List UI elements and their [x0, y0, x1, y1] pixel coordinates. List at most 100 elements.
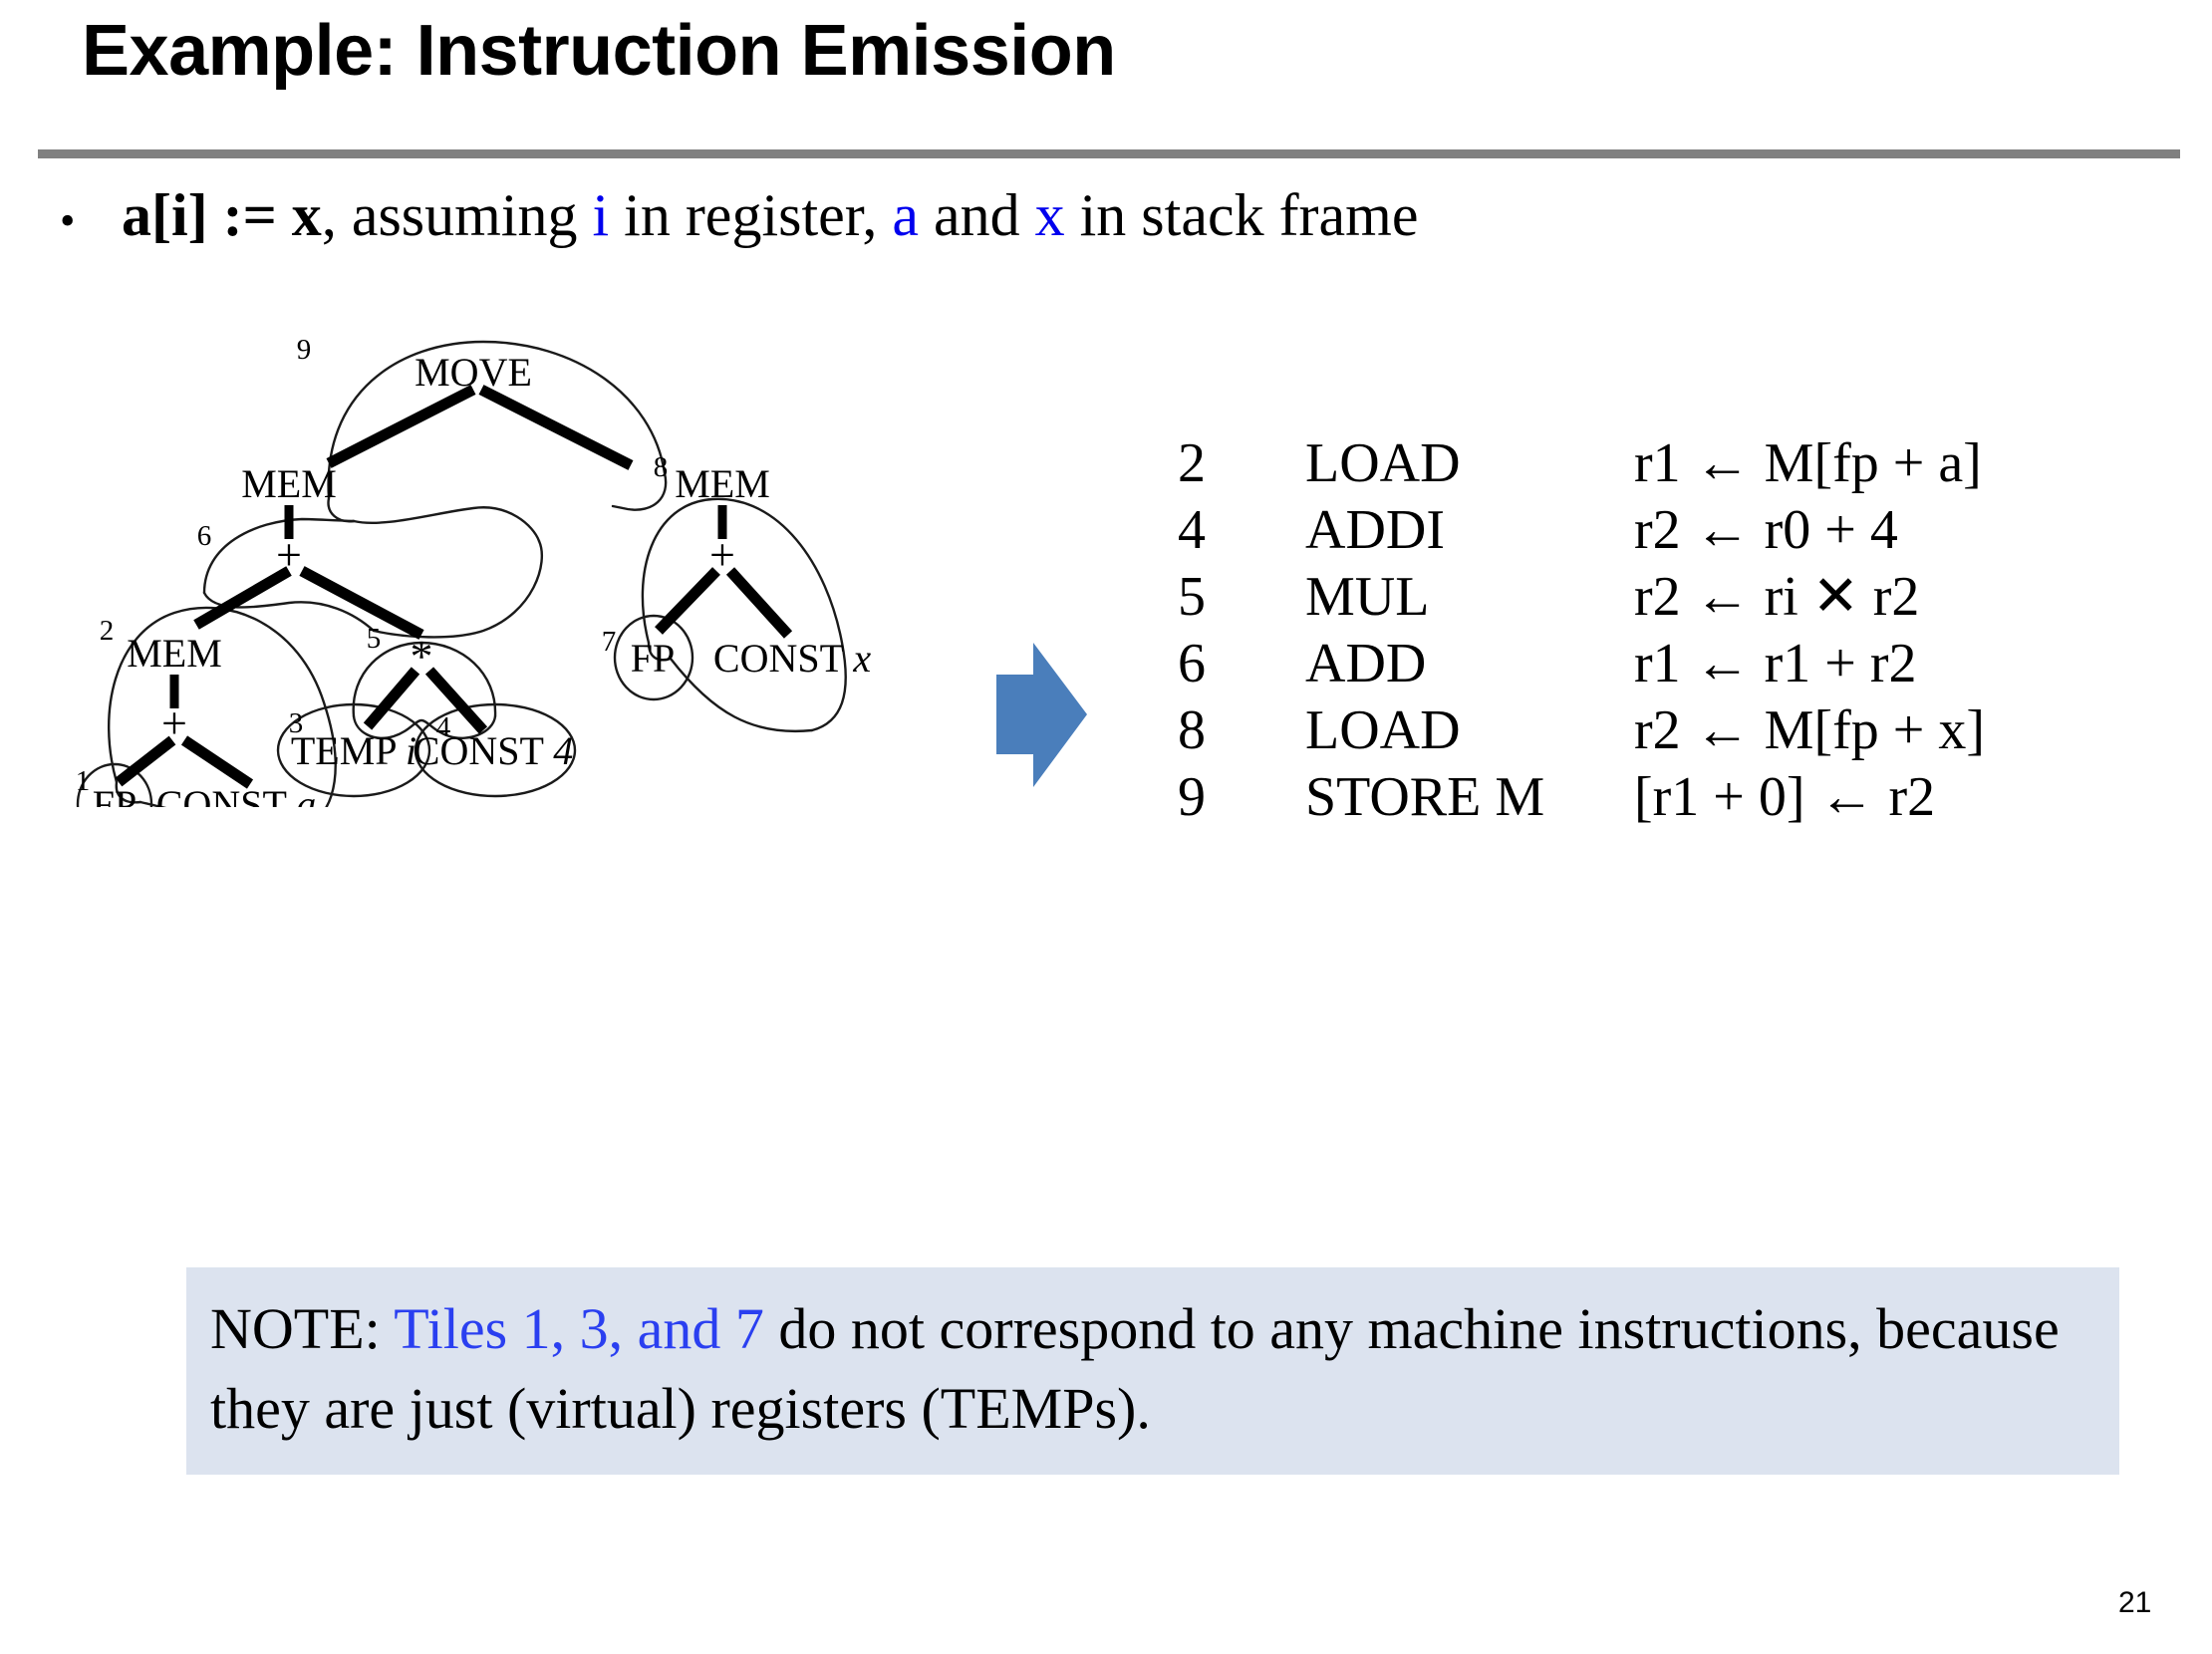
tile-outlines	[76, 340, 847, 807]
bullet-line: • a[i] := x, assuming i in register, a a…	[60, 177, 2152, 259]
edge-move-memleft	[326, 385, 476, 468]
instruction-row: 6 ADD r1 ← r1 + r2	[1178, 631, 2174, 697]
tile-number-2: 2	[100, 615, 115, 647]
tile-outline-7	[613, 614, 694, 701]
flow-arrow	[991, 643, 1121, 787]
mem-connectors	[169, 505, 727, 708]
tile-outline-4	[414, 702, 577, 798]
edge-plusr-constx	[725, 567, 793, 639]
tree-edges	[115, 385, 793, 789]
instruction-operands: r1 ← M[fp + a]	[1634, 432, 1982, 494]
note-segment-1: Tiles 1, 3, and 7	[394, 1296, 764, 1361]
tree-node-mem-r: MEM	[675, 461, 770, 506]
bullet-segment-3: in register,	[609, 182, 893, 248]
instruction-opcode: ADDI	[1305, 499, 1445, 561]
instruction-tile-number: 5	[1178, 566, 1206, 628]
tile-outline-2b	[115, 780, 142, 804]
instruction-opcode: ADD	[1305, 633, 1427, 694]
note-segment-0: NOTE:	[210, 1296, 395, 1361]
tile-outline-6d	[372, 539, 543, 639]
instruction-row: 2 LOAD r1 ← M[fp + a]	[1178, 430, 2174, 497]
edge-plusl-memll	[193, 566, 292, 630]
tree-node-mem-l: MEM	[241, 461, 337, 506]
instruction-operands: r1 ← r1 + r2	[1634, 633, 1917, 694]
edge-plusr-fp7	[655, 567, 720, 635]
edge-plusl-star	[299, 566, 424, 640]
tree-node-const-x: CONST x	[713, 636, 871, 681]
page-number: 21	[2118, 1586, 2152, 1619]
note-callout: NOTE: Tiles 1, 3, and 7 do not correspon…	[186, 1267, 2119, 1475]
tile-outline-2a	[107, 606, 337, 807]
tile-outline-6a	[352, 506, 541, 543]
tree-node-plus-ll: +	[161, 697, 187, 748]
tile-outline-3	[276, 702, 431, 798]
bullet-segment-0: a[i] := x	[122, 182, 322, 248]
tile-outline-8c	[669, 657, 814, 733]
instruction-opcode: MUL	[1305, 566, 1430, 628]
tree-node-plus-r: +	[709, 529, 735, 580]
bullet-marker-icon: •	[60, 196, 76, 245]
bullet-segment-4: a	[892, 182, 919, 248]
tile-outline-2c	[138, 800, 167, 807]
tree-node-const-a: CONST a	[156, 782, 316, 807]
edge-move-memright	[478, 385, 634, 470]
instruction-operands: r2 ← ri ✕ r2	[1634, 566, 1920, 628]
title-divider	[38, 149, 2180, 158]
tree-node-star: *	[411, 631, 433, 682]
tile-number-3: 3	[289, 707, 304, 739]
tile-outline-8b	[647, 641, 673, 662]
tile-number-6: 6	[197, 520, 212, 552]
edge-plusll-consta	[180, 735, 254, 789]
instruction-row: 5 MUL r2 ← ri ✕ r2	[1178, 564, 2174, 631]
tile-outline-1	[76, 762, 153, 807]
instruction-operands: r2 ← M[fp + x]	[1634, 699, 1985, 761]
page-title: Example: Instruction Emission	[82, 11, 1116, 91]
tree-node-temp-i: TEMP i	[291, 728, 416, 773]
instruction-row: 4 ADDI r2 ← r0 + 4	[1178, 497, 2174, 564]
tile-number-labels: 1 2 3 4 5 6 7 8 9	[76, 334, 669, 797]
tile-number-4: 4	[436, 711, 451, 743]
edge-star-tempi	[363, 667, 420, 730]
instruction-tile-number: 4	[1178, 499, 1206, 561]
note-segment-2: do not correspond to any machine instruc…	[210, 1296, 2060, 1441]
instruction-tile-number: 2	[1178, 432, 1206, 494]
bullet-segment-5: and	[918, 182, 1035, 248]
tree-node-const-4: CONST 4	[414, 728, 573, 773]
instruction-operands: r2 ← r0 + 4	[1634, 499, 1898, 561]
instruction-row: 9 STORE M [r1 + 0] ← r2	[1178, 764, 2174, 831]
tree-node-fp-7: FP	[631, 636, 676, 681]
bullet-segment-7: in stack frame	[1064, 182, 1419, 248]
instruction-tile-number: 8	[1178, 699, 1206, 761]
bullet-segment-6: x	[1034, 182, 1065, 248]
tile-outline-9	[327, 340, 668, 511]
instruction-operands: [r1 + 0] ← r2	[1634, 766, 1936, 828]
bullet-segment-1: , assuming	[321, 182, 593, 248]
bullet-segment-2: i	[592, 182, 610, 248]
tile-number-7: 7	[602, 626, 617, 658]
edge-plusll-fp1	[115, 735, 176, 787]
edge-star-const4	[424, 667, 488, 734]
bullet-text: a[i] := x, assuming i in register, a and…	[122, 177, 1418, 253]
tile-outline-5b	[352, 714, 497, 739]
tile-outline-8a	[641, 497, 847, 732]
tile-number-5: 5	[367, 623, 382, 655]
tree-node-plus-l: +	[276, 529, 302, 580]
tile-outline-5a	[352, 641, 497, 718]
instruction-opcode: LOAD	[1305, 699, 1461, 761]
tile-number-8: 8	[654, 451, 669, 483]
note-text: NOTE: Tiles 1, 3, and 7 do not correspon…	[210, 1289, 2103, 1449]
instruction-tile-number: 6	[1178, 633, 1206, 694]
instruction-opcode: LOAD	[1305, 432, 1461, 494]
tile-number-1: 1	[76, 765, 91, 797]
tile-number-9: 9	[297, 334, 312, 366]
instruction-tile-number: 9	[1178, 766, 1206, 828]
tree-node-fp-1: FP	[93, 782, 138, 807]
instruction-opcode: STORE M	[1305, 766, 1545, 828]
right-arrow-icon	[996, 643, 1087, 787]
instruction-row: 8 LOAD r2 ← M[fp + x]	[1178, 697, 2174, 764]
tree-node-mem-ll: MEM	[127, 631, 222, 676]
